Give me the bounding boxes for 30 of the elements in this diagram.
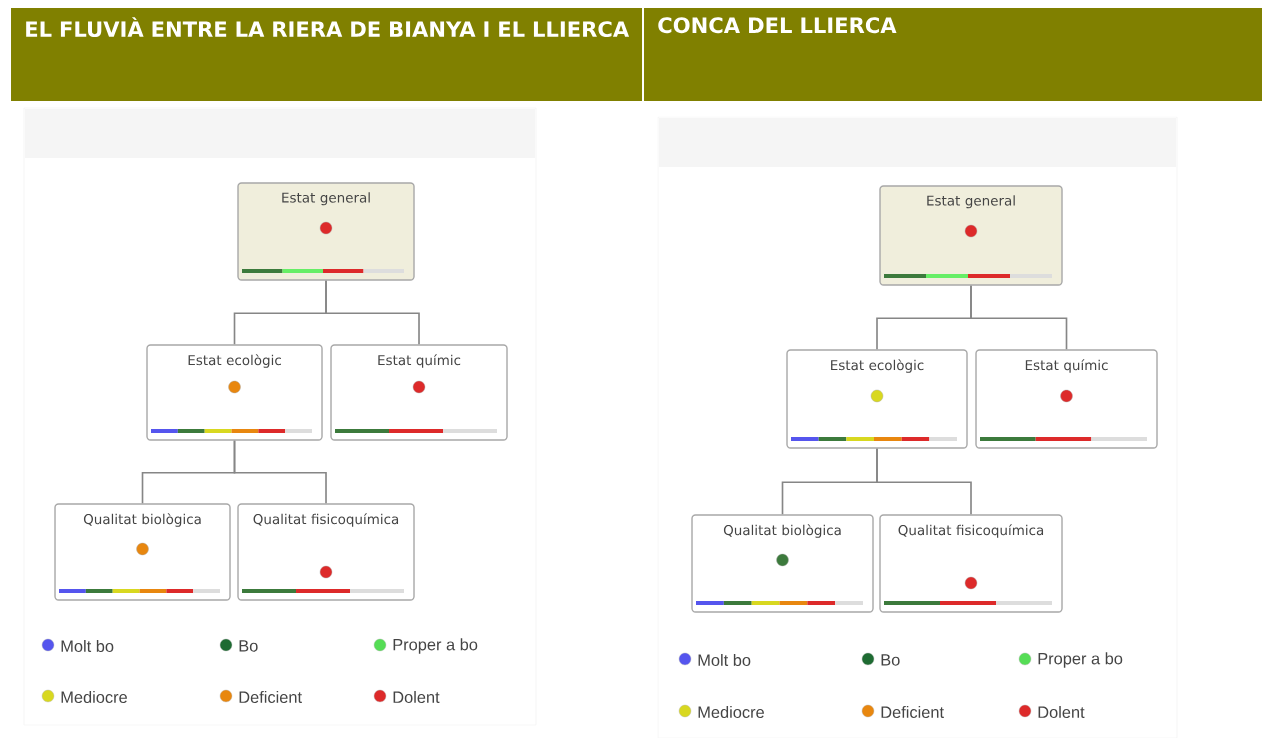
- legend-label: Mediocre: [698, 705, 764, 718]
- legend-label: Dolent: [393, 690, 440, 703]
- legend-label: Deficient: [239, 690, 302, 703]
- status-box: Estat general: [237, 182, 415, 281]
- node-label: EL FLUVIÀ ENTRE LA RIERA DE BIANYA I EL LLIERCA: [26, 17, 630, 38]
- status-box: Estat ecològic: [146, 344, 323, 441]
- status-box: Estat general: [879, 185, 1063, 286]
- status-box: Estat químic: [975, 349, 1158, 449]
- legend-label: Proper a bo: [1038, 652, 1123, 668]
- connector-line: [876, 447, 972, 516]
- legend-label: Bo: [239, 640, 258, 652]
- legend-label: Mediocre: [61, 690, 127, 703]
- legend-label: Proper a bo: [393, 638, 478, 654]
- status-box: Qualitat biològica: [54, 503, 231, 601]
- status-box: Qualitat fisicoquímica: [879, 514, 1063, 613]
- status-box: Qualitat biològica: [691, 514, 874, 613]
- status-box: Qualitat fisicoquímica: [237, 503, 415, 601]
- header-band: EL FLUVIÀ ENTRE LA RIERA DE BIANYA I EL LLIERCA: [11, 8, 642, 101]
- legend-label: Deficient: [881, 705, 944, 718]
- status-box: Estat ecològic: [786, 349, 968, 449]
- node-label: CONCA DEL LLIERCA: [658, 17, 897, 34]
- connector-line: [233, 439, 327, 505]
- connector-line: [970, 284, 1068, 351]
- legend-label: Bo: [881, 654, 900, 666]
- connector-line: [325, 279, 420, 346]
- legend-label: Dolent: [1038, 705, 1085, 718]
- status-box: Estat químic: [330, 344, 508, 441]
- legend-label: Molt bo: [61, 639, 114, 652]
- legend-label: Molt bo: [698, 653, 751, 666]
- header-band: CONCA DEL LLIERCA: [644, 8, 1262, 101]
